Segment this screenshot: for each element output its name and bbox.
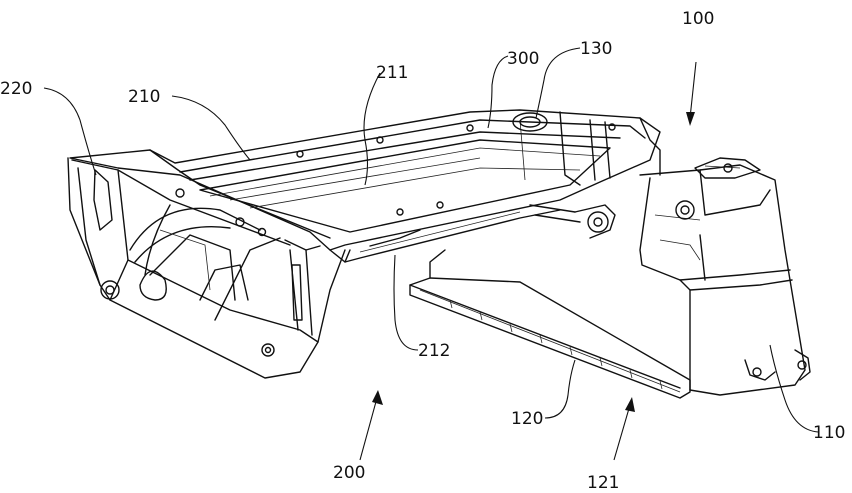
- label-220: 220: [0, 79, 32, 99]
- label-110: 110: [813, 423, 845, 443]
- lower-rail-120: [409, 249, 691, 399]
- label-300: 300: [507, 49, 539, 69]
- label-100: 100: [682, 9, 714, 29]
- label-130: 130: [580, 39, 612, 59]
- leader-lines: [43, 47, 819, 433]
- label-120: 120: [511, 409, 543, 429]
- reference-arrows: [359, 61, 697, 461]
- label-121: 121: [587, 473, 619, 493]
- arrow-100: [689, 61, 697, 119]
- pan-body-100: [296, 111, 811, 396]
- arrow-121: [613, 404, 631, 461]
- label-211: 211: [376, 63, 408, 83]
- frame-200: [67, 109, 661, 379]
- label-200: 200: [333, 463, 365, 483]
- reference-labels: 220 210 211 300 130 100 212 120 110 200 …: [0, 9, 845, 493]
- label-210: 210: [128, 87, 160, 107]
- label-212: 212: [418, 341, 450, 361]
- arrow-200: [359, 397, 378, 461]
